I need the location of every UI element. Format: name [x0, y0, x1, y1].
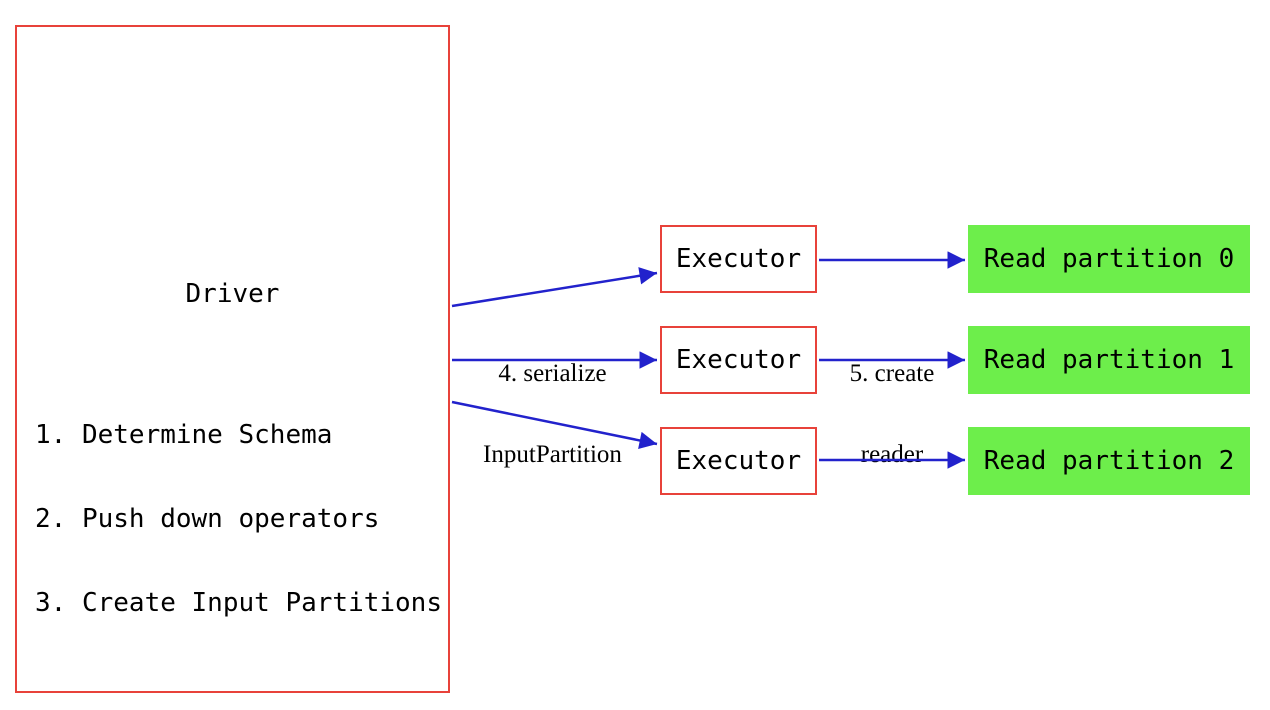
driver-steps-list: 1. Determine Schema 2. Push down operato…: [35, 365, 442, 673]
executor-label-2: Executor: [675, 446, 802, 476]
executor-label-1: Executor: [675, 345, 802, 375]
read-partition-label-1: Read partition 1: [983, 345, 1235, 375]
read-partition-box-1: Read partition 1: [968, 326, 1250, 394]
read-partition-label-0: Read partition 0: [983, 244, 1235, 274]
serialize-inputpartition-label: 4. serialize InputPartition: [445, 306, 660, 522]
serialize-label-line2: InputPartition: [483, 441, 622, 468]
executor-box-0: Executor: [660, 225, 817, 293]
read-partition-box-0: Read partition 0: [968, 225, 1250, 293]
read-partition-box-2: Read partition 2: [968, 427, 1250, 495]
create-reader-label-line2: reader: [860, 441, 924, 468]
driver-step-1: 1. Determine Schema: [35, 420, 333, 450]
executor-box-2: Executor: [660, 427, 817, 495]
read-partition-label-2: Read partition 2: [983, 446, 1235, 476]
driver-step-3: 3. Create Input Partitions: [35, 588, 442, 618]
arrow-driver-to-executor-0: [451, 267, 658, 308]
driver-title: Driver: [185, 279, 280, 309]
create-reader-label-line1: 5. create: [849, 360, 935, 387]
executor-box-1: Executor: [660, 326, 817, 394]
driver-step-2: 2. Push down operators: [35, 504, 380, 534]
create-reader-label: 5. create reader: [812, 306, 972, 522]
driver-box: Driver 1. Determine Schema 2. Push down …: [15, 25, 450, 693]
serialize-label-line1: 4. serialize: [498, 360, 607, 387]
executor-label-0: Executor: [675, 244, 802, 274]
